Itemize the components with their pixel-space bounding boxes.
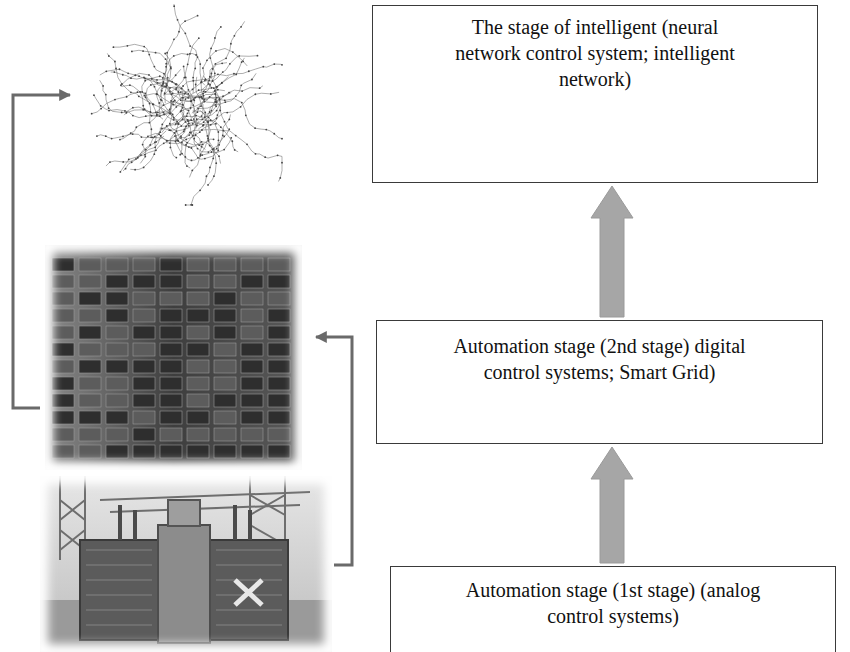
stage-label: Automation stage (2nd stage) digital con… xyxy=(450,333,750,385)
block-arrow xyxy=(591,186,633,317)
stage-label: Automation stage (1st stage) (analog con… xyxy=(463,577,763,629)
leader-arrow xyxy=(13,95,70,408)
stage-box: Automation stage (2nd stage) digital con… xyxy=(376,320,823,444)
leader-arrow xyxy=(316,337,352,565)
stage-box: Automation stage (1st stage) (analog con… xyxy=(390,566,836,652)
transformer-picture xyxy=(40,476,332,652)
network-graph-picture xyxy=(91,4,283,206)
stage-box: The stage of intelligent (neural network… xyxy=(372,5,818,183)
leader-arrows xyxy=(13,95,352,565)
stage-label: The stage of intelligent (neural network… xyxy=(445,14,745,92)
server-rack-picture xyxy=(45,245,302,470)
block-arrow xyxy=(591,447,633,563)
